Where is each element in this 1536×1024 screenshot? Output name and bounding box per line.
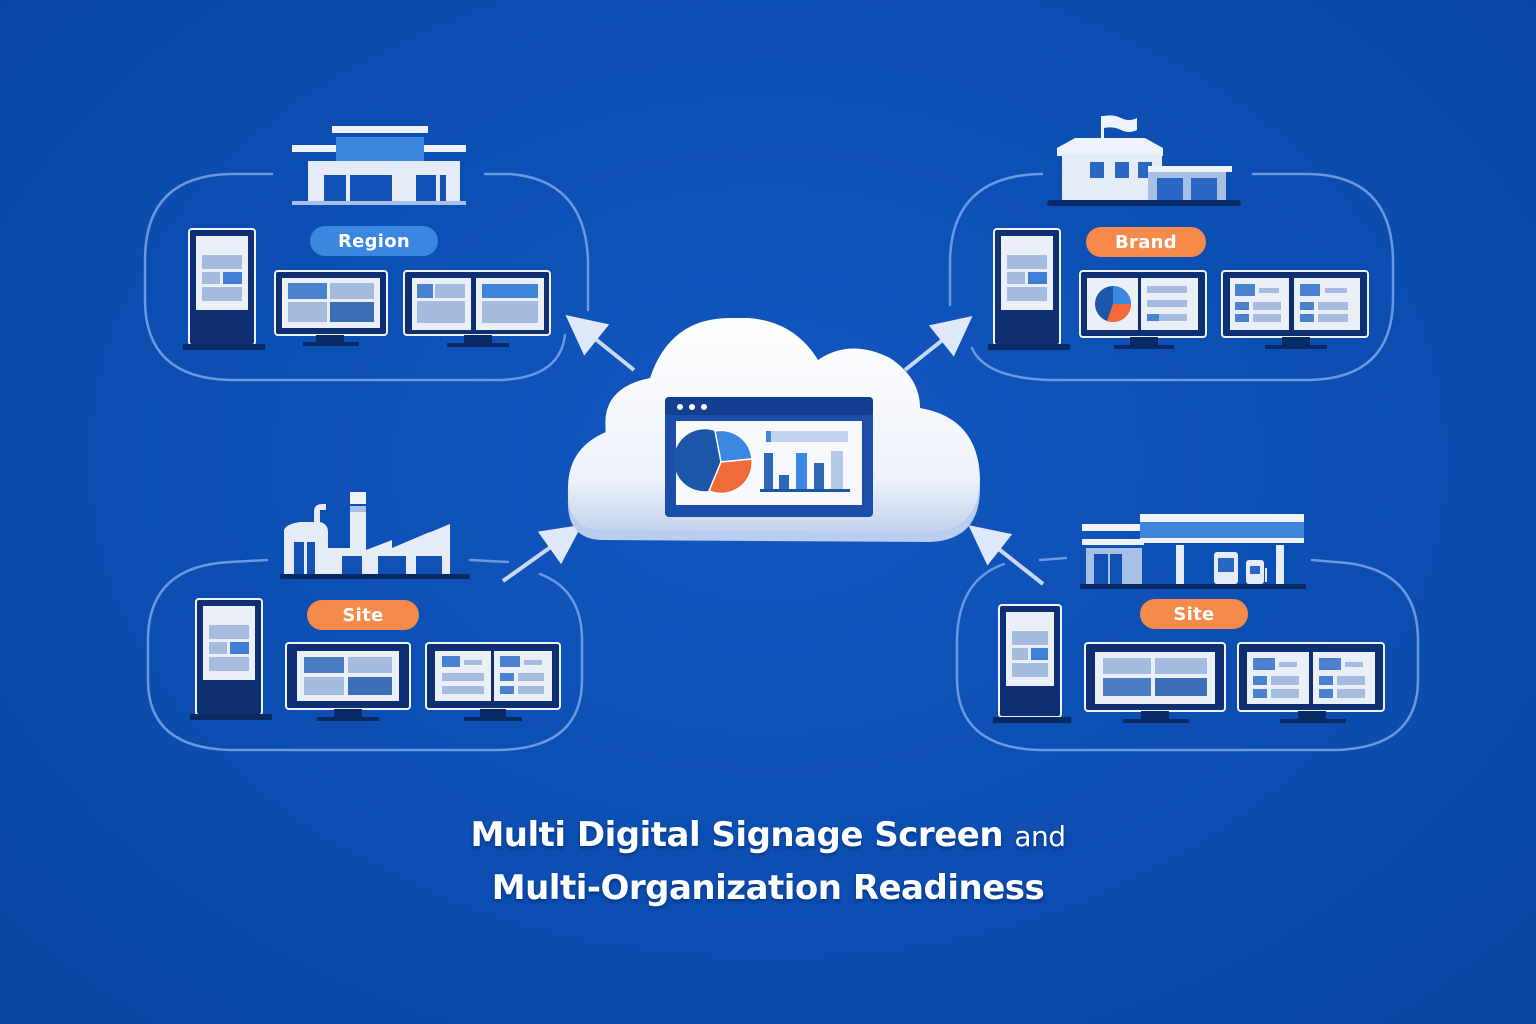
- title-line-2: Multi-Organization Readiness: [491, 868, 1045, 908]
- pill-region: Region: [310, 226, 438, 256]
- gas-station-icon: [1080, 514, 1306, 589]
- arrow-from-site-right: [968, 525, 1045, 586]
- monitor-display-icon: [274, 270, 388, 346]
- pill-site-right: Site: [1140, 599, 1248, 629]
- cloud-dashboard-icon: [567, 318, 980, 542]
- dual-monitor-display-icon: [425, 642, 561, 721]
- kiosk-display-icon: [993, 604, 1071, 723]
- arrow-from-site-left: [501, 524, 583, 583]
- monitor-display-icon: [285, 642, 411, 721]
- monitor-chart-display-icon: [1079, 270, 1207, 349]
- dual-monitor-display-icon: [1221, 270, 1369, 349]
- pill-brand: Brand: [1086, 227, 1206, 257]
- title-suffix: and: [1014, 820, 1066, 853]
- kiosk-display-icon: [183, 228, 265, 350]
- dual-monitor-display-icon: [1237, 642, 1385, 723]
- kiosk-display-icon: [988, 228, 1070, 350]
- office-flag-building-icon: [1047, 115, 1241, 206]
- pill-site-left: Site: [307, 600, 419, 630]
- title-main: Multi Digital Signage Screen: [470, 815, 1004, 855]
- dual-monitor-display-icon: [403, 270, 551, 347]
- monitor-display-icon: [1084, 642, 1226, 723]
- kiosk-display-icon: [190, 598, 272, 720]
- title-line-1: Multi Digital Signage Screen and: [0, 815, 1536, 855]
- arrow-to-region: [565, 314, 636, 372]
- store-building-icon: [292, 126, 466, 205]
- factory-icon: [280, 492, 470, 579]
- arrow-to-brand: [903, 316, 973, 372]
